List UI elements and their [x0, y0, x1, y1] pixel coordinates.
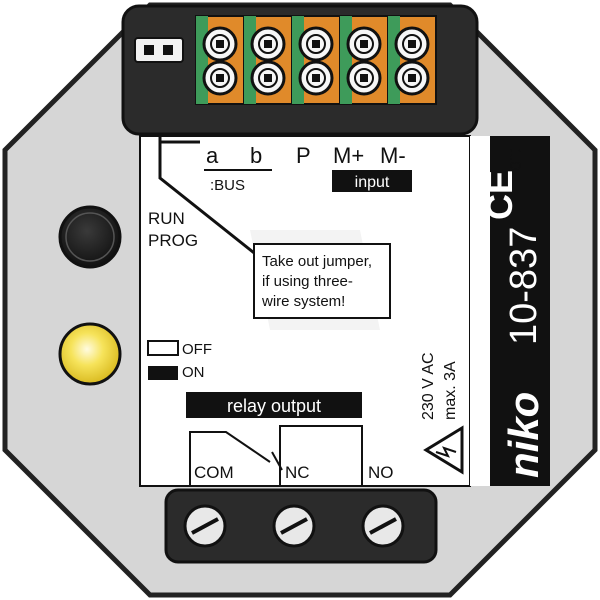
warning-bolt-icon — [435, 446, 457, 458]
bus-label: :BUS — [210, 177, 245, 194]
rating-current: max. 3A — [442, 361, 459, 420]
relay-screw-com[interactable] — [183, 504, 227, 548]
relay-output-box — [186, 392, 362, 418]
relay-output-label: relay output — [227, 396, 321, 416]
terminal-m-plus[interactable] — [339, 15, 389, 105]
version-label: 1.0 — [506, 148, 523, 170]
jumper-wire — [158, 136, 259, 258]
relay-contact — [271, 451, 283, 471]
ce-mark: CE — [479, 170, 520, 220]
terminal-label-m-plus: M+ — [333, 143, 364, 168]
jumper-pin-2 — [163, 45, 173, 55]
brand-logo: niko — [500, 392, 547, 478]
terminal-label-a: a — [206, 143, 219, 168]
relay-terminal-no: NO — [368, 463, 394, 482]
prog-button[interactable] — [58, 205, 122, 269]
note-callout — [253, 243, 391, 319]
off-label: OFF — [182, 341, 212, 358]
terminal-m-minus[interactable] — [387, 15, 437, 105]
input-label-box — [332, 170, 412, 192]
brand-strip-black — [490, 136, 550, 486]
bus-terminal-a[interactable] — [195, 15, 245, 105]
relay-terminal-com: COM — [194, 463, 234, 482]
terminal-p[interactable] — [291, 15, 341, 105]
run-label: RUN — [148, 209, 185, 228]
relay-nc-line — [279, 425, 363, 486]
off-swatch — [147, 340, 179, 356]
on-label: ON — [182, 364, 205, 381]
note-line-3: wire system! — [261, 293, 345, 310]
jumper-connector — [134, 37, 184, 63]
bus-terminal-b[interactable] — [243, 15, 293, 105]
terminal-label-b: b — [250, 143, 262, 168]
relay-com-line — [189, 431, 271, 486]
prog-label: PROG — [148, 231, 198, 250]
note-line-2: if using three- — [262, 273, 353, 290]
rating-voltage: 230 V AC — [420, 352, 437, 420]
relay-terminal-nc: NC — [285, 463, 310, 482]
jumper-pin-1 — [144, 45, 154, 55]
model-number: 10-837 — [503, 227, 545, 345]
terminal-label-m-minus: M- — [380, 143, 406, 168]
terminal-label-p: P — [296, 143, 311, 168]
on-swatch — [148, 366, 178, 380]
prog-button-ring — [65, 212, 115, 262]
relay-screw-nc[interactable] — [272, 504, 316, 548]
input-label: input — [355, 174, 390, 191]
relay-screw-no[interactable] — [361, 504, 405, 548]
note-line-1: Take out jumper, — [262, 253, 372, 270]
status-led — [58, 322, 122, 386]
